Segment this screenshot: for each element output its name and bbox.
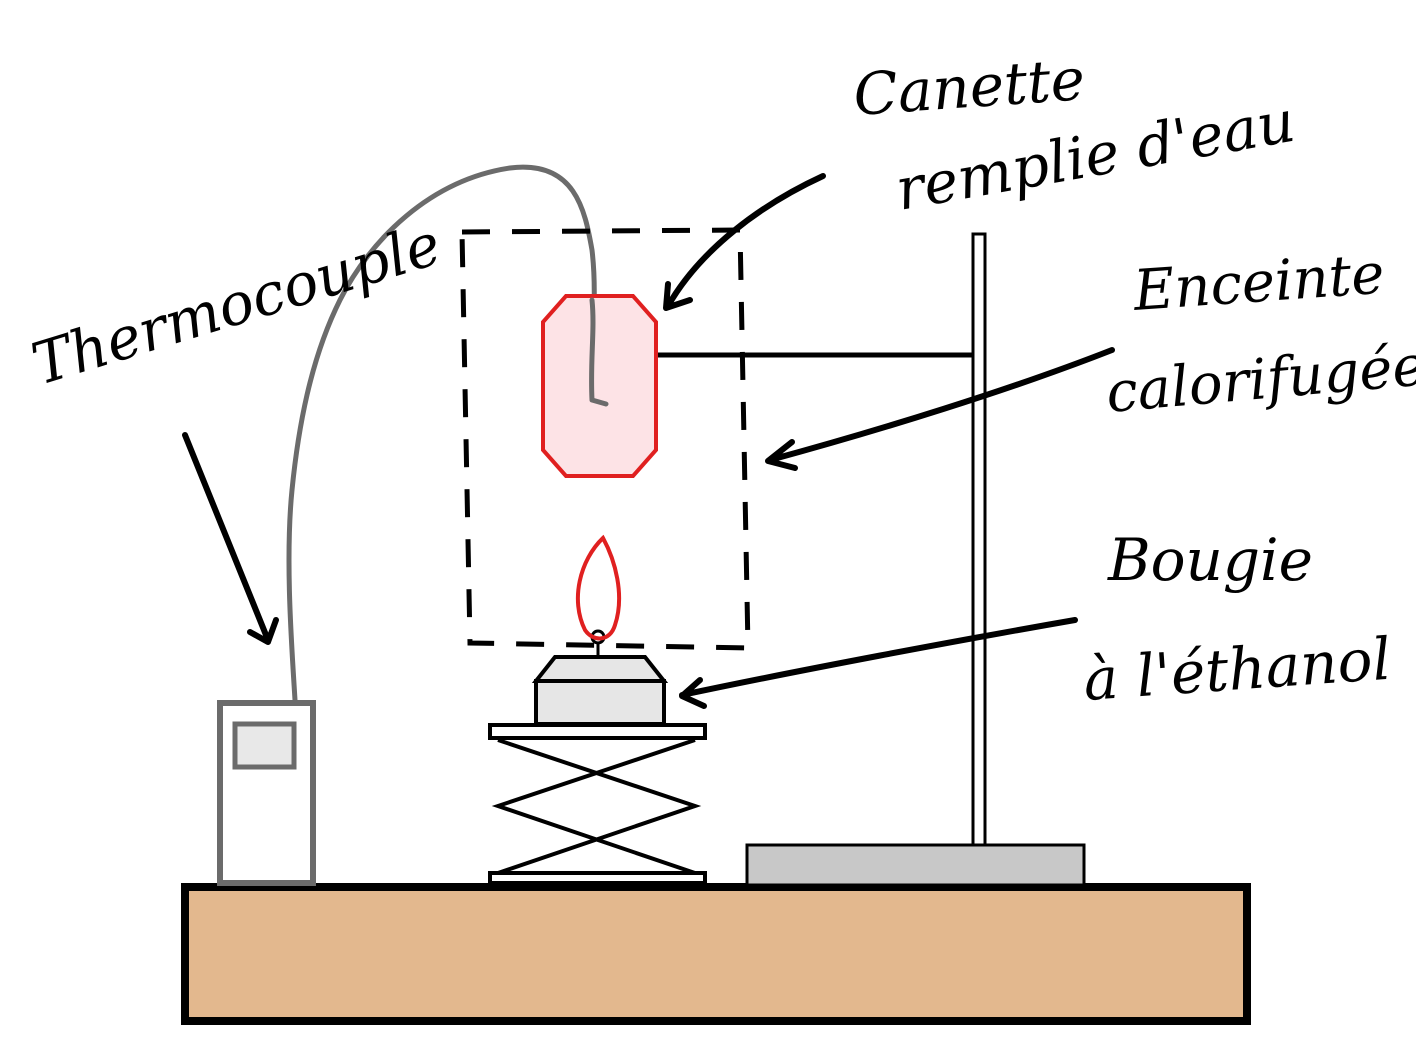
water-can [541, 294, 658, 478]
can-label-line1: Canette [851, 45, 1087, 129]
meter-display [232, 721, 297, 770]
candle-arrow [679, 617, 1078, 709]
candle-label-line1: Bougie [1107, 526, 1313, 594]
thermocouple-label: Thermocouple [24, 210, 448, 399]
enclosure-arrow [765, 347, 1115, 471]
stand-rod [971, 232, 987, 847]
can-arrow [663, 173, 826, 311]
lab-jack [488, 723, 707, 885]
enclosure-label-line2: calorifugée [1104, 333, 1416, 426]
thermocouple-arrow [182, 432, 279, 645]
jack-bottom-plate [488, 871, 707, 885]
bench-table [181, 883, 1251, 1025]
lab-stand [655, 232, 1086, 887]
burner-body [534, 679, 666, 726]
jack-scissor [491, 738, 702, 875]
stand-base [745, 843, 1086, 887]
burner-cap [531, 655, 669, 683]
jack-top-plate [488, 723, 707, 740]
ethanol-burner [531, 534, 669, 726]
annotation-arrows [182, 173, 1115, 709]
candle-label-line2: à l'éthanol [1081, 625, 1393, 714]
thermocouple-meter [217, 700, 316, 886]
thermocouple-wire [286, 164, 609, 703]
insulated-enclosure [459, 227, 751, 651]
enclosure-label-line1: Enceinte [1130, 242, 1386, 324]
flame [575, 534, 622, 641]
thermocouple-probe [589, 297, 609, 407]
